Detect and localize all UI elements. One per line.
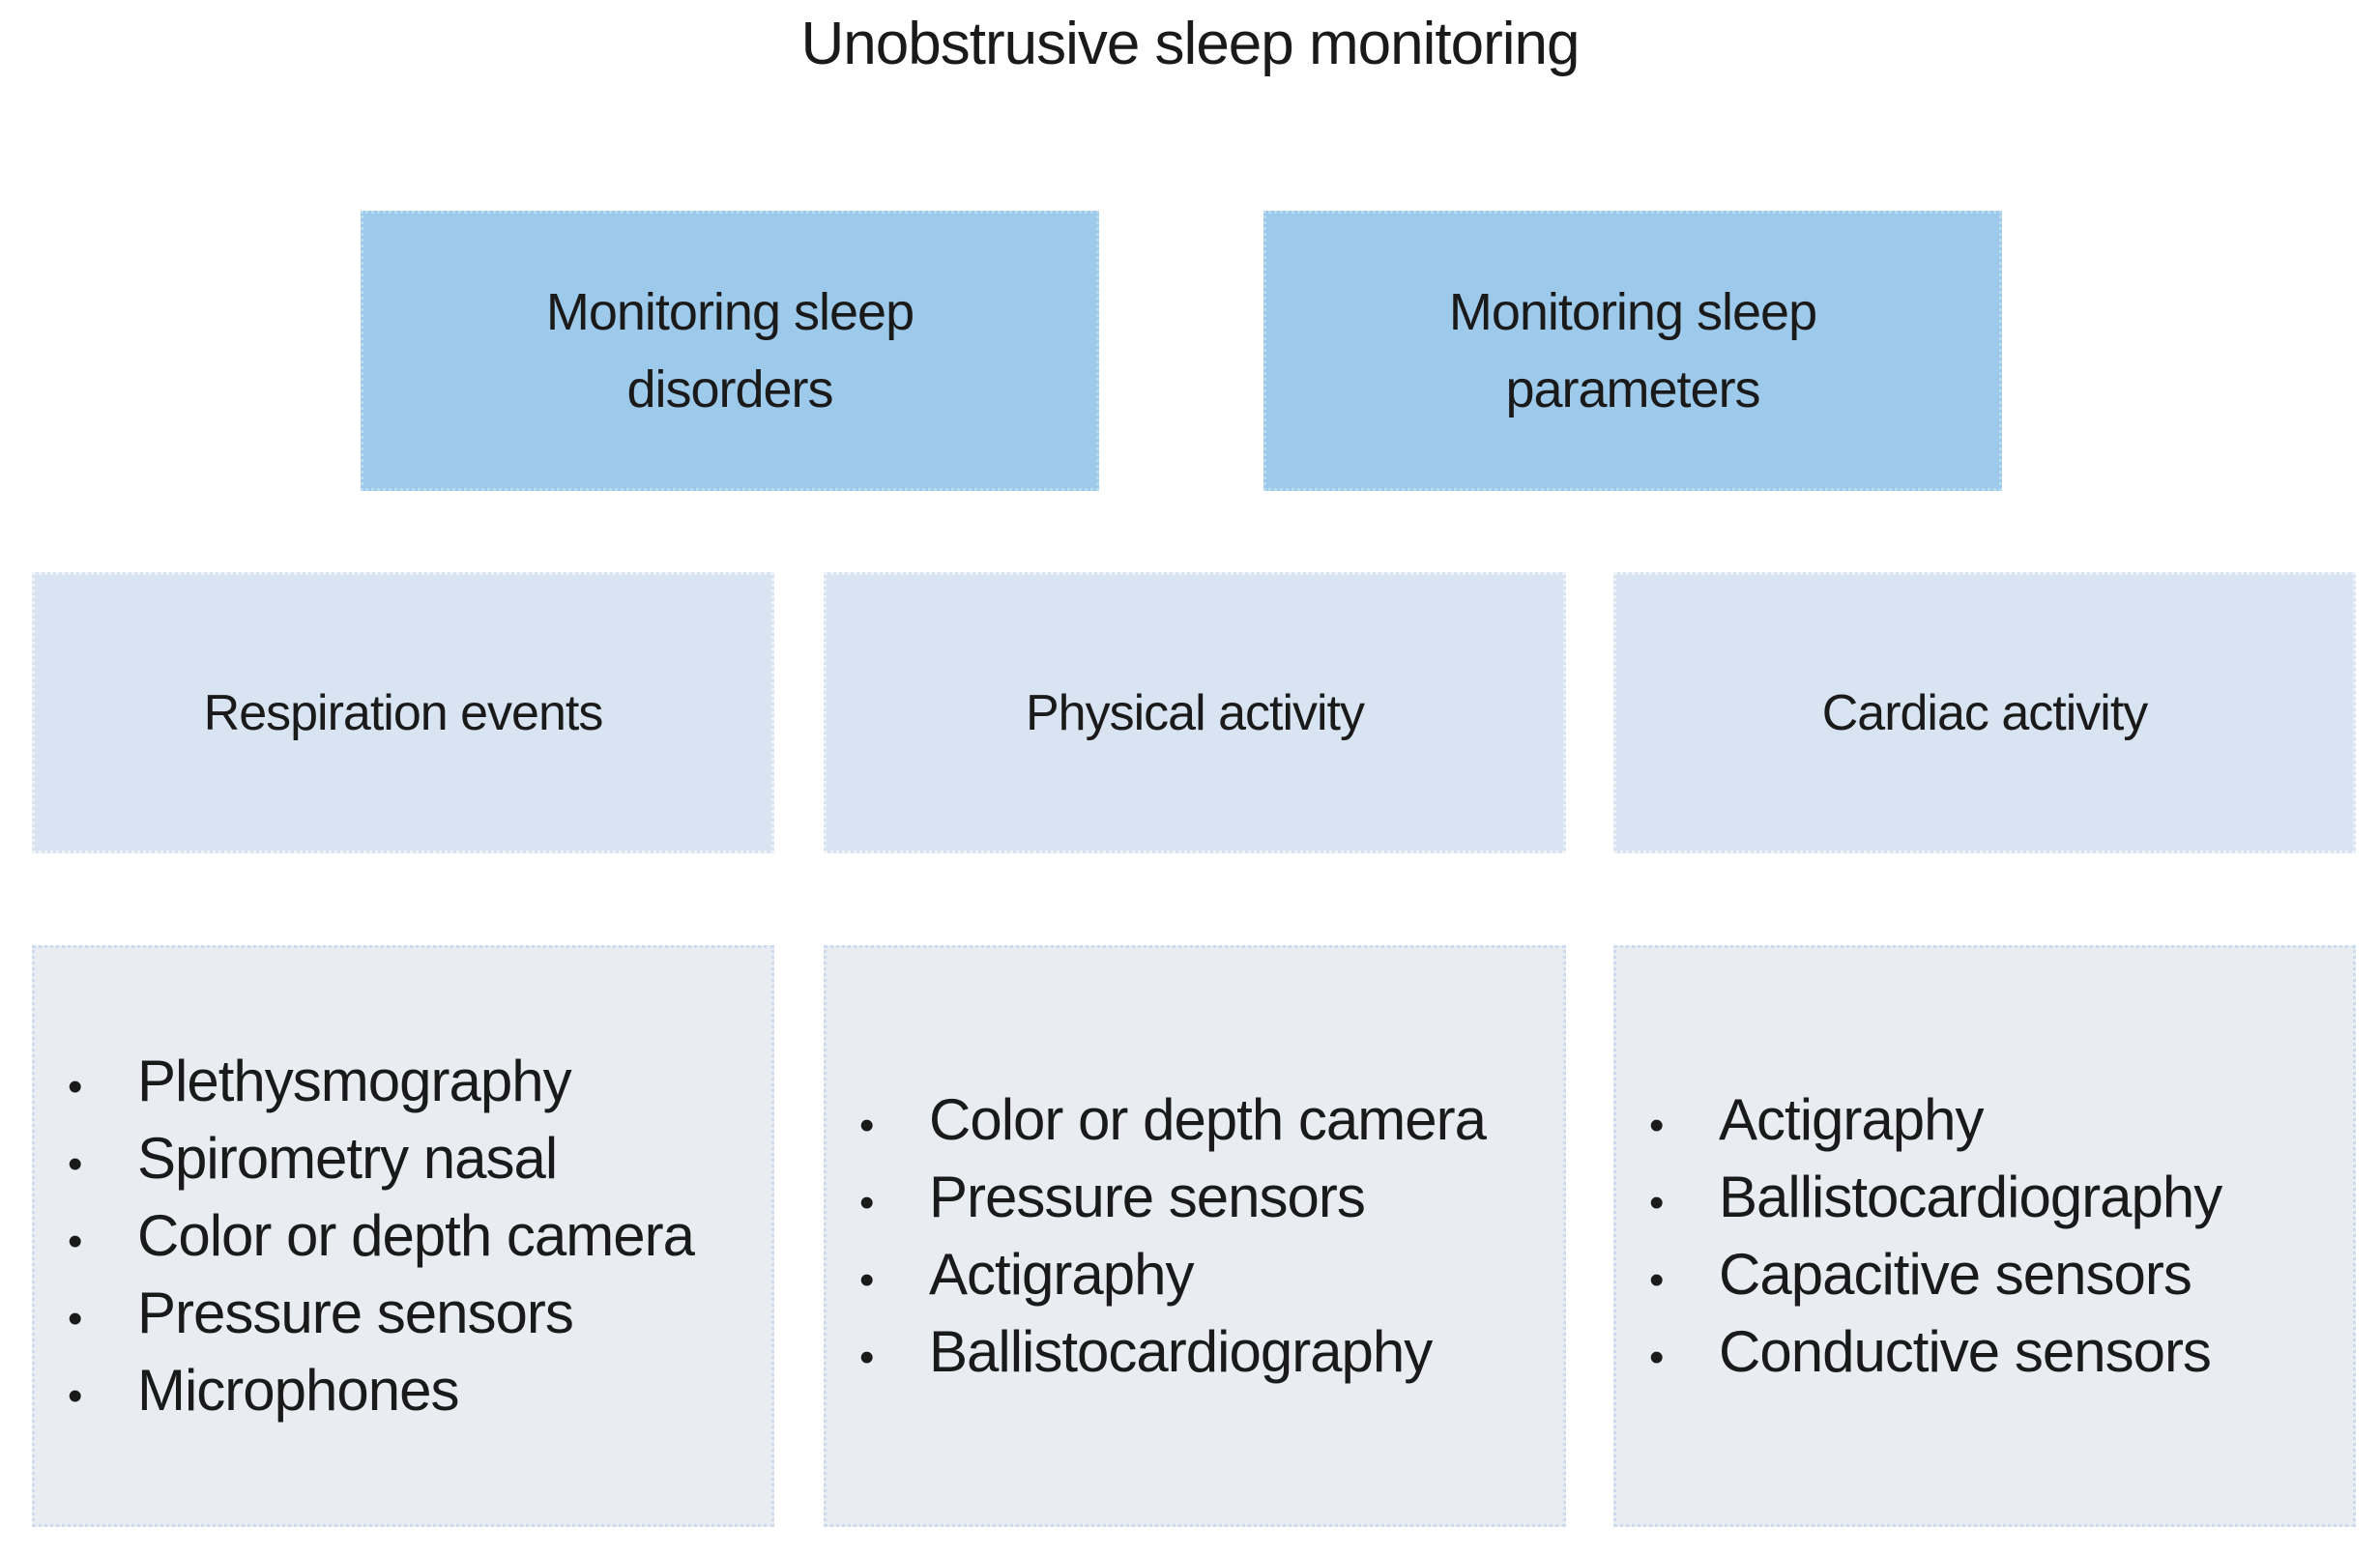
list-item-label: Pressure sensors xyxy=(929,1165,1366,1229)
list-item: • Pressure sensors xyxy=(827,1159,1563,1236)
list-item-label: Color or depth camera xyxy=(929,1087,1487,1152)
bullet-icon: • xyxy=(1649,1256,1664,1304)
list-item-label: Color or depth camera xyxy=(137,1203,695,1268)
bullet-icon: • xyxy=(68,1372,82,1420)
bullet-icon: • xyxy=(68,1140,82,1188)
bullet-icon: • xyxy=(859,1334,874,1381)
methods-box-cardiac-activity: • Actigraphy • Ballistocardiography • Ca… xyxy=(1613,945,2356,1527)
bullet-icon: • xyxy=(859,1102,874,1149)
list-item: • Actigraphy xyxy=(827,1236,1563,1313)
list-item-label: Ballistocardiography xyxy=(1719,1165,2222,1229)
category-box-label: Respiration events xyxy=(203,684,604,741)
category-box-respiration-events: Respiration events xyxy=(32,572,774,853)
methods-list-cardiac-activity: • Actigraphy • Ballistocardiography • Ca… xyxy=(1616,1081,2353,1391)
parent-box-label-line: Monitoring sleep xyxy=(545,283,914,341)
list-item: • Ballistocardiography xyxy=(1616,1159,2353,1236)
methods-list-respiration-events: • Plethysmography • Spirometry nasal • C… xyxy=(35,1043,771,1429)
list-item: • Microphones xyxy=(35,1352,771,1429)
bullet-icon: • xyxy=(68,1218,82,1265)
list-item-label: Conductive sensors xyxy=(1719,1319,2212,1384)
category-box-label: Physical activity xyxy=(1026,684,1365,741)
bullet-icon: • xyxy=(859,1256,874,1304)
list-item: • Spirometry nasal xyxy=(35,1120,771,1197)
list-item-label: Capacitive sensors xyxy=(1719,1242,2192,1307)
parent-box-monitoring-sleep-parameters: Monitoring sleep parameters xyxy=(1263,211,2002,491)
bullet-icon: • xyxy=(1649,1334,1664,1381)
list-item: • Plethysmography xyxy=(35,1043,771,1120)
list-item: • Capacitive sensors xyxy=(1616,1236,2353,1313)
bullet-icon: • xyxy=(68,1295,82,1342)
list-item-label: Ballistocardiography xyxy=(929,1319,1433,1384)
parent-box-label-line: Monitoring sleep xyxy=(1448,283,1817,341)
bullet-icon: • xyxy=(859,1179,874,1226)
methods-box-physical-activity: • Color or depth camera • Pressure senso… xyxy=(824,945,1566,1527)
bullet-icon: • xyxy=(1649,1179,1664,1226)
category-box-physical-activity: Physical activity xyxy=(824,572,1566,853)
bullet-icon: • xyxy=(68,1063,82,1110)
list-item-label: Pressure sensors xyxy=(137,1281,574,1345)
list-item-label: Actigraphy xyxy=(929,1242,1194,1307)
diagram-title: Unobstrusive sleep monitoring xyxy=(800,11,1581,77)
list-item: • Conductive sensors xyxy=(1616,1313,2353,1391)
list-item-label: Spirometry nasal xyxy=(137,1126,558,1191)
category-box-cardiac-activity: Cardiac activity xyxy=(1613,572,2356,853)
category-box-label: Cardiac activity xyxy=(1821,684,2149,741)
parent-box-label-line: disorders xyxy=(626,360,833,418)
parent-box-label-line: parameters xyxy=(1505,360,1760,418)
parent-box-monitoring-sleep-disorders: Monitoring sleep disorders xyxy=(361,211,1099,491)
list-item-label: Plethysmography xyxy=(137,1049,572,1113)
list-item-label: Microphones xyxy=(137,1358,460,1423)
methods-list-physical-activity: • Color or depth camera • Pressure senso… xyxy=(827,1081,1563,1391)
methods-box-respiration-events: • Plethysmography • Spirometry nasal • C… xyxy=(32,945,774,1527)
list-item: • Color or depth camera xyxy=(827,1081,1563,1159)
list-item: • Pressure sensors xyxy=(35,1275,771,1352)
bullet-icon: • xyxy=(1649,1102,1664,1149)
list-item-label: Actigraphy xyxy=(1719,1087,1984,1152)
list-item: • Ballistocardiography xyxy=(827,1313,1563,1391)
list-item: • Color or depth camera xyxy=(35,1197,771,1275)
list-item: • Actigraphy xyxy=(1616,1081,2353,1159)
